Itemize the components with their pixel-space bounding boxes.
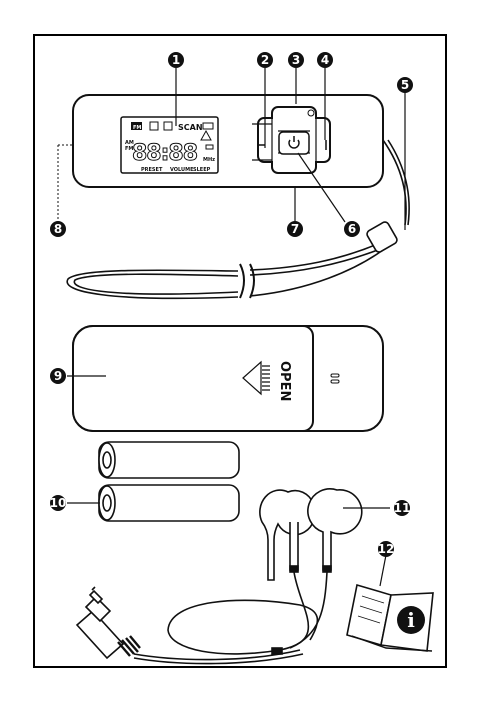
- lcd-sleep-label: SLEEP: [193, 167, 211, 173]
- radio-device: FM SCAN AM FM 88:88 MHz PRESET VOLUME SL…: [58, 95, 383, 222]
- callout-number: 10: [50, 496, 67, 510]
- callout-number: 6: [348, 222, 356, 236]
- callout-3: 3: [288, 52, 304, 68]
- callout-2: 2: [257, 52, 273, 68]
- callout-number: 9: [54, 369, 62, 383]
- callout-4: 4: [317, 52, 333, 68]
- lcd-digits: 88:88: [132, 141, 197, 166]
- callout-number: 8: [54, 222, 62, 236]
- callout-number: 7: [291, 222, 299, 236]
- manual-booklet: i: [347, 585, 433, 651]
- callout-number: 12: [378, 542, 395, 556]
- callout-11: 11: [394, 500, 411, 516]
- callout-12: 12: [378, 541, 395, 557]
- lcd-display: FM SCAN AM FM 88:88 MHz PRESET VOLUME SL…: [121, 117, 218, 173]
- batteries: [99, 442, 239, 521]
- lcd-unit-label: MHz: [203, 157, 215, 163]
- callout-number: 3: [292, 53, 300, 67]
- callout-10: 10: [50, 495, 67, 511]
- lcd-scan-label: SCAN: [178, 123, 203, 132]
- callout-number: 4: [321, 53, 329, 67]
- callout-9: 9: [50, 368, 66, 384]
- callout-number: 2: [261, 53, 269, 67]
- callout-number: 1: [172, 53, 180, 67]
- lcd-preset-label: PRESET: [141, 167, 163, 173]
- open-label: OPEN: [277, 361, 292, 401]
- lcd-fm-badge: FM: [133, 125, 141, 131]
- callout-number: 11: [394, 501, 411, 515]
- callout-7: 7: [287, 221, 303, 237]
- callout-number: 5: [401, 78, 409, 92]
- lcd-volume-label: VOLUME: [170, 167, 194, 173]
- callout-1: 1: [168, 52, 184, 68]
- callout-8: 8: [50, 221, 66, 237]
- callout-5: 5: [397, 77, 413, 93]
- lanyard-clip: [366, 221, 399, 254]
- battery-cover: OPEN: [73, 326, 383, 431]
- info-glyph: i: [407, 608, 415, 632]
- power-button[interactable]: [279, 132, 309, 154]
- callout-6: 6: [344, 221, 360, 237]
- radio-body: [73, 95, 383, 187]
